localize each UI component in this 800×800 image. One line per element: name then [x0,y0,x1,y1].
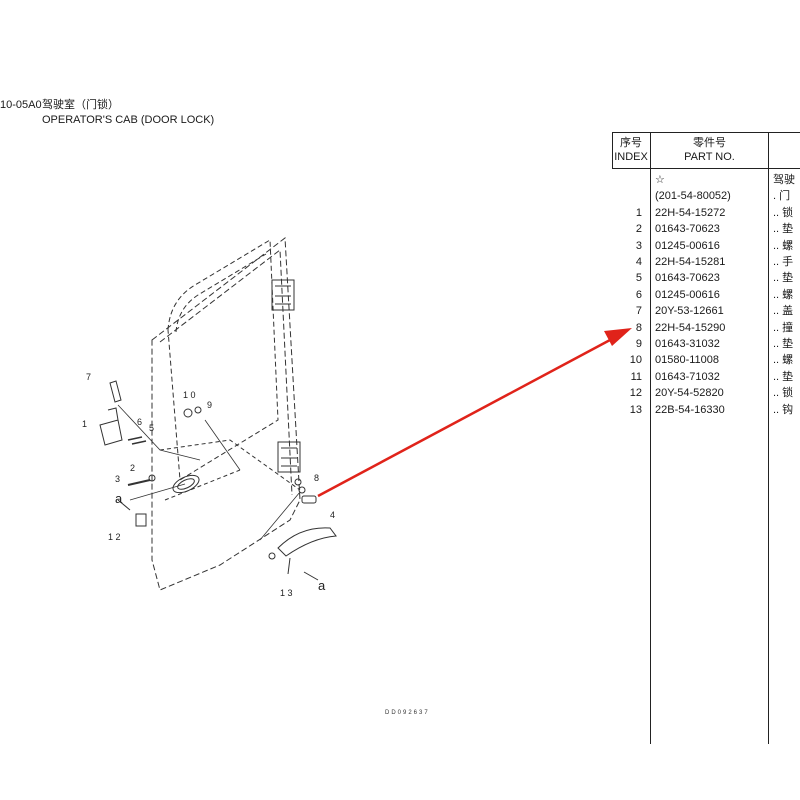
row-part-no: 20Y-53-12661 [655,305,724,318]
row-part-no: 20Y-54-52820 [655,387,724,400]
row-index: 13 [629,403,642,416]
row-description: .. 垫 [773,272,794,285]
hinge-upper [271,279,295,311]
row-index: 12 [629,387,642,400]
row-index: 11 [630,370,642,383]
row-index: 10 [629,354,642,367]
door-handle-recess [172,474,200,494]
row-part-no: 01245-00616 [655,239,720,252]
table-header-border [612,168,800,169]
part-7-cover [109,380,122,403]
row-index: 6 [635,288,642,301]
section-code: 10-05A0 [0,99,42,111]
row-part-no: 22H-54-15290 [655,321,726,334]
row-description: .. 手 [773,256,794,268]
row-description: .. 垫 [773,370,794,383]
title-cn: 驾驶室（门锁） [42,99,119,111]
row-index: 8 [635,321,642,334]
callout-7: 7 [86,372,91,382]
row-description: .. 螺 [773,288,794,301]
table-col-divider-2 [768,132,769,744]
part-12-lock-plate [135,513,147,527]
row-part-no: 01643-31032 [655,338,720,350]
table-col-divider-1 [650,132,651,744]
callout-3: 3 [115,474,120,484]
part-4-handle [277,527,337,557]
row-part-no: 01643-71032 [655,370,720,383]
row-part-no: 01245-00616 [655,288,720,301]
callout-1: 1 [82,419,87,429]
table-left-border [612,132,613,169]
callout-10: 1 0 [183,390,196,400]
callout-a-left: a [115,491,123,506]
hinge-lower [277,441,301,473]
row-description: .. 撞 [773,321,794,334]
row-part-no: 01643-70623 [655,223,720,236]
col-header-part: 零件号 PART NO. [684,137,735,163]
part-8-striker [301,495,317,504]
row-part-no: (201-54-80052) [655,190,731,203]
part-1-lock [99,407,123,446]
row-index: 2 [635,223,642,236]
callout-12: 1 2 [108,532,121,542]
row-description: .. 螺 [773,354,794,367]
callout-8: 8 [314,473,319,483]
row-description: .. 钩 [773,403,794,416]
callout-2: 2 [130,463,135,473]
row-index: 3 [635,239,642,252]
door-window [167,239,279,481]
row-part-no: ☆ [655,174,665,186]
row-part-no: 22H-54-15281 [655,256,726,268]
callout-4: 4 [330,510,335,520]
row-description: .. 垫 [773,338,794,350]
page-header: 10-05A0驾驶室（门锁） OPERATOR'S CAB (DOOR LOCK… [0,98,214,126]
row-description: . 门 [773,190,791,203]
door-outline [151,237,301,591]
row-index: 4 [635,256,642,268]
callout-a-right: a [318,578,326,593]
row-description: .. 锁 [773,206,794,219]
row-part-no: 01580-11008 [655,354,720,367]
row-description: 驾驶 [773,174,795,186]
col-header-index: 序号 INDEX [614,137,648,163]
row-description: .. 垫 [773,223,794,236]
row-part-no: 22B-54-16330 [655,403,725,416]
table-top-border [612,132,800,133]
row-part-no: 22H-54-15272 [655,206,726,219]
row-index: 1 [635,206,642,219]
row-index: 9 [635,338,642,350]
red-annotation-arrow [317,328,632,498]
row-description: .. 锁 [773,387,794,400]
callout-6: 6 [137,417,142,427]
drawing-code: DD092637 [385,710,430,716]
callout-9: 9 [207,400,212,410]
row-description: .. 盖 [773,305,794,318]
callout-5: 5 [149,423,154,433]
title-en: OPERATOR'S CAB (DOOR LOCK) [42,114,215,126]
callout-13: 1 3 [280,588,293,598]
row-description: .. 螺 [773,239,794,252]
row-index: 5 [635,272,642,285]
row-part-no: 01643-70623 [655,272,720,285]
row-index: 7 [635,305,642,318]
